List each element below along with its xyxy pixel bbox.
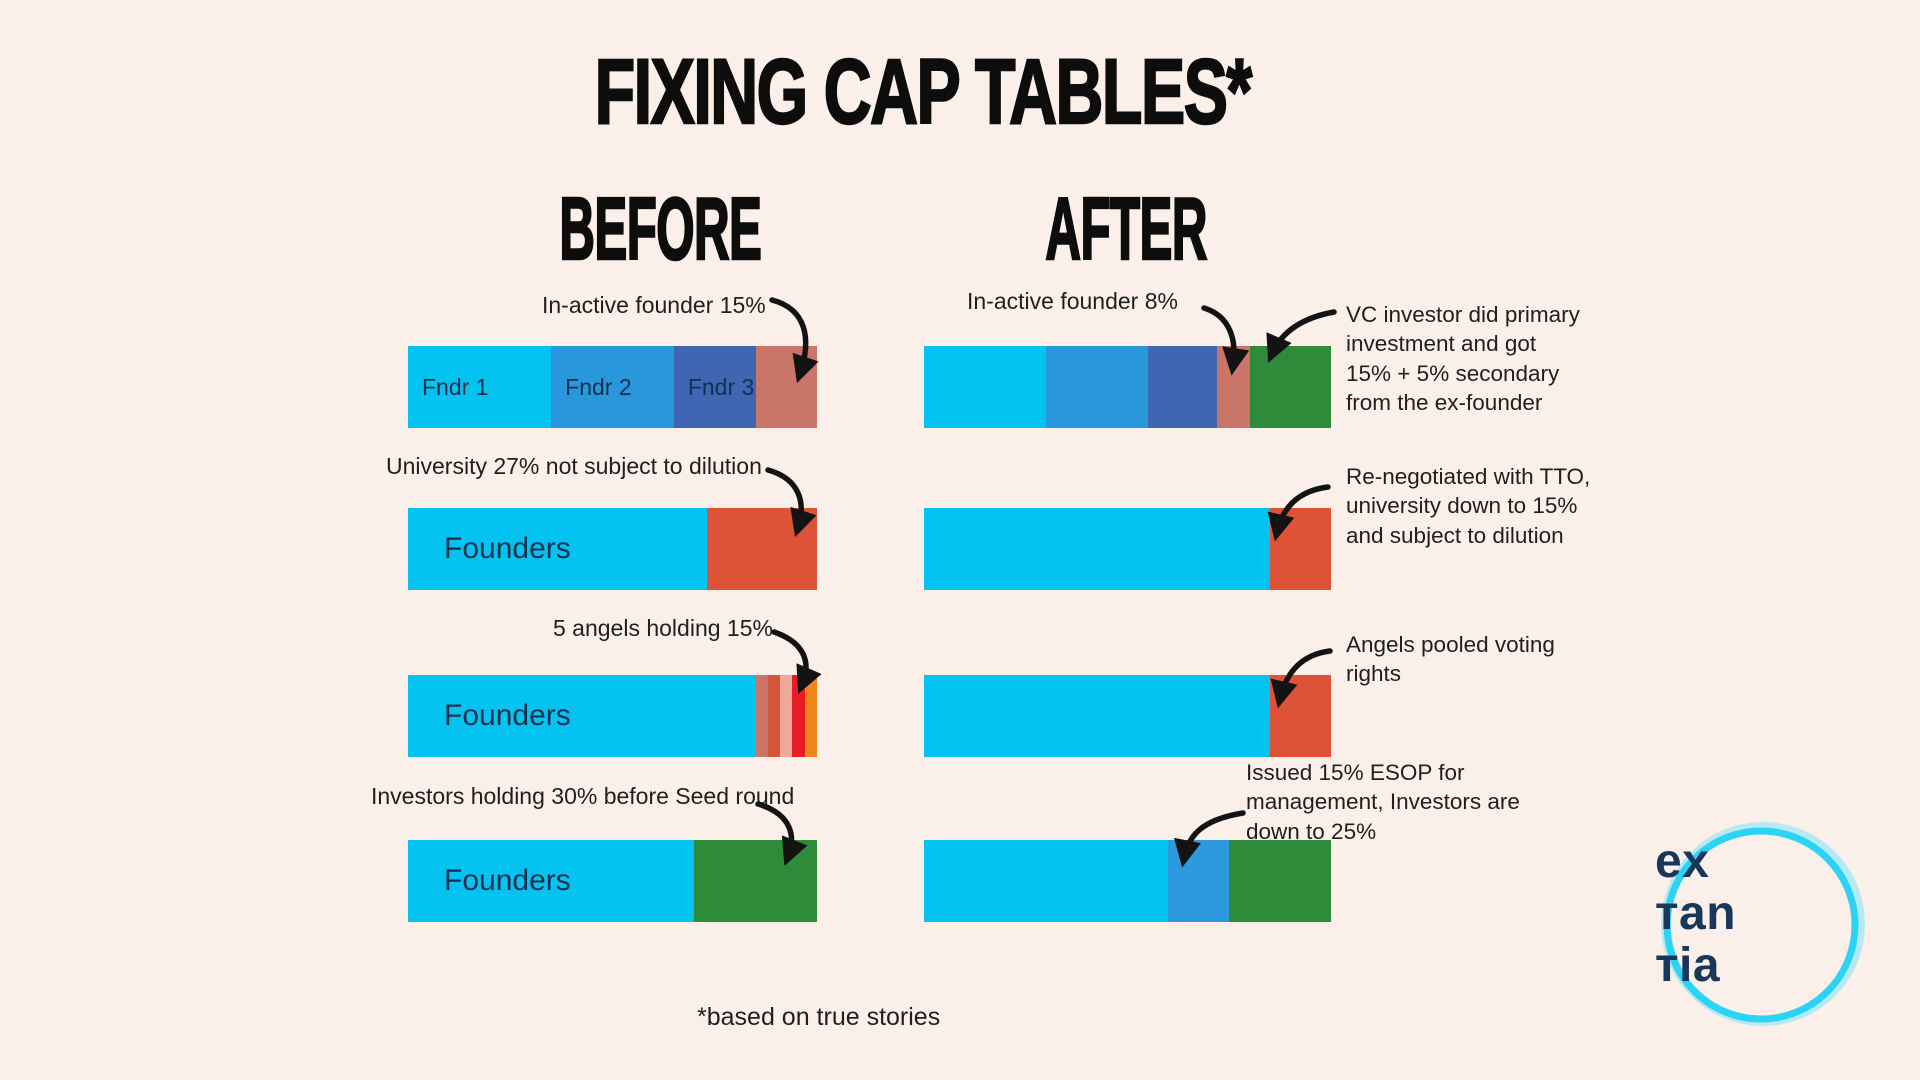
page-title: FIXING CAP TABLES* [594,40,1253,144]
bar-after-row4 [924,840,1331,922]
bar-before-row3: Founders [408,675,817,757]
bar-segment-label: Founders [444,864,571,897]
bar-segment-label: Fndr 2 [565,373,632,400]
segment-fndr-3 [1147,346,1218,428]
segment-fndr-1 [924,346,1047,428]
segment-angel-2 [767,675,781,757]
segment-angel-3 [780,675,793,757]
note-vc-investor: VC investor did primary investment and g… [1346,302,1580,415]
note-esop-issued: Issued 15% ESOP for management, Investor… [1246,760,1520,844]
after-heading: AFTER [1045,178,1208,280]
annotation-inactive-founder-8: In-active founder 8% [967,288,1178,314]
segment-founders: Founders [408,840,695,922]
bar-segment-label: Fndr 1 [422,373,489,400]
logo-wordmark: ex тan тia [1655,836,1736,992]
annotation-investors-30: Investors holding 30% before Seed round [371,783,795,809]
segment-vc-investor [1249,346,1331,428]
segment-in-active-founder [1217,346,1250,428]
segment-founders: Founders [408,675,756,757]
segment-fndr-1: Fndr 1 [408,346,552,428]
segment-founders [924,508,1270,590]
logo-ring-icon [1661,822,1865,1026]
segment-founders [924,675,1270,757]
segment-angel-4 [792,675,805,757]
bar-before-row2: Founders [408,508,817,590]
segment-university [1269,508,1331,590]
extantia-logo: ex тan тia [1633,794,1893,1054]
footnote: *based on true stories [697,1003,941,1031]
bar-segment-label: Founders [444,699,571,732]
segment-fndr-2 [1046,346,1148,428]
segment-angel-1 [755,675,768,757]
before-heading: BEFORE [559,178,763,280]
bar-segment-label: Founders [444,532,571,565]
note-renegotiated-tto: Re-negotiated with TTO, university down … [1346,464,1591,548]
bar-after-row3 [924,675,1331,757]
segment-esop [1168,840,1230,922]
annotation-university-27: University 27% not subject to dilution [386,453,762,479]
annotation-5-angels: 5 angels holding 15% [553,615,773,641]
logo-line-3: тia [1655,939,1721,992]
segment-fndr-3: Fndr 3 [673,346,756,428]
logo-line-2: тan [1655,887,1737,940]
bar-segment-label: Fndr 3 [687,373,755,400]
segment-angel-5 [804,675,817,757]
segment-investors [1229,840,1331,922]
segment-founders [924,840,1169,922]
logo-line-1: ex [1655,835,1710,888]
segment-angels-pooled [1269,675,1331,757]
bar-before-row4: Founders [408,840,817,922]
segment-university [706,508,817,590]
segment-founders: Founders [408,508,707,590]
annotation-inactive-founder-15: In-active founder 15% [542,292,766,318]
bar-before-row1: Fndr 1 Fndr 2 Fndr 3 [408,346,817,428]
segment-in-active-founder [755,346,817,428]
segment-fndr-2: Fndr 2 [551,346,674,428]
bar-after-row2 [924,508,1331,590]
bar-after-row1 [924,346,1331,428]
note-angels-pooled: Angels pooled voting rights [1346,632,1555,687]
segment-investors [694,840,817,922]
